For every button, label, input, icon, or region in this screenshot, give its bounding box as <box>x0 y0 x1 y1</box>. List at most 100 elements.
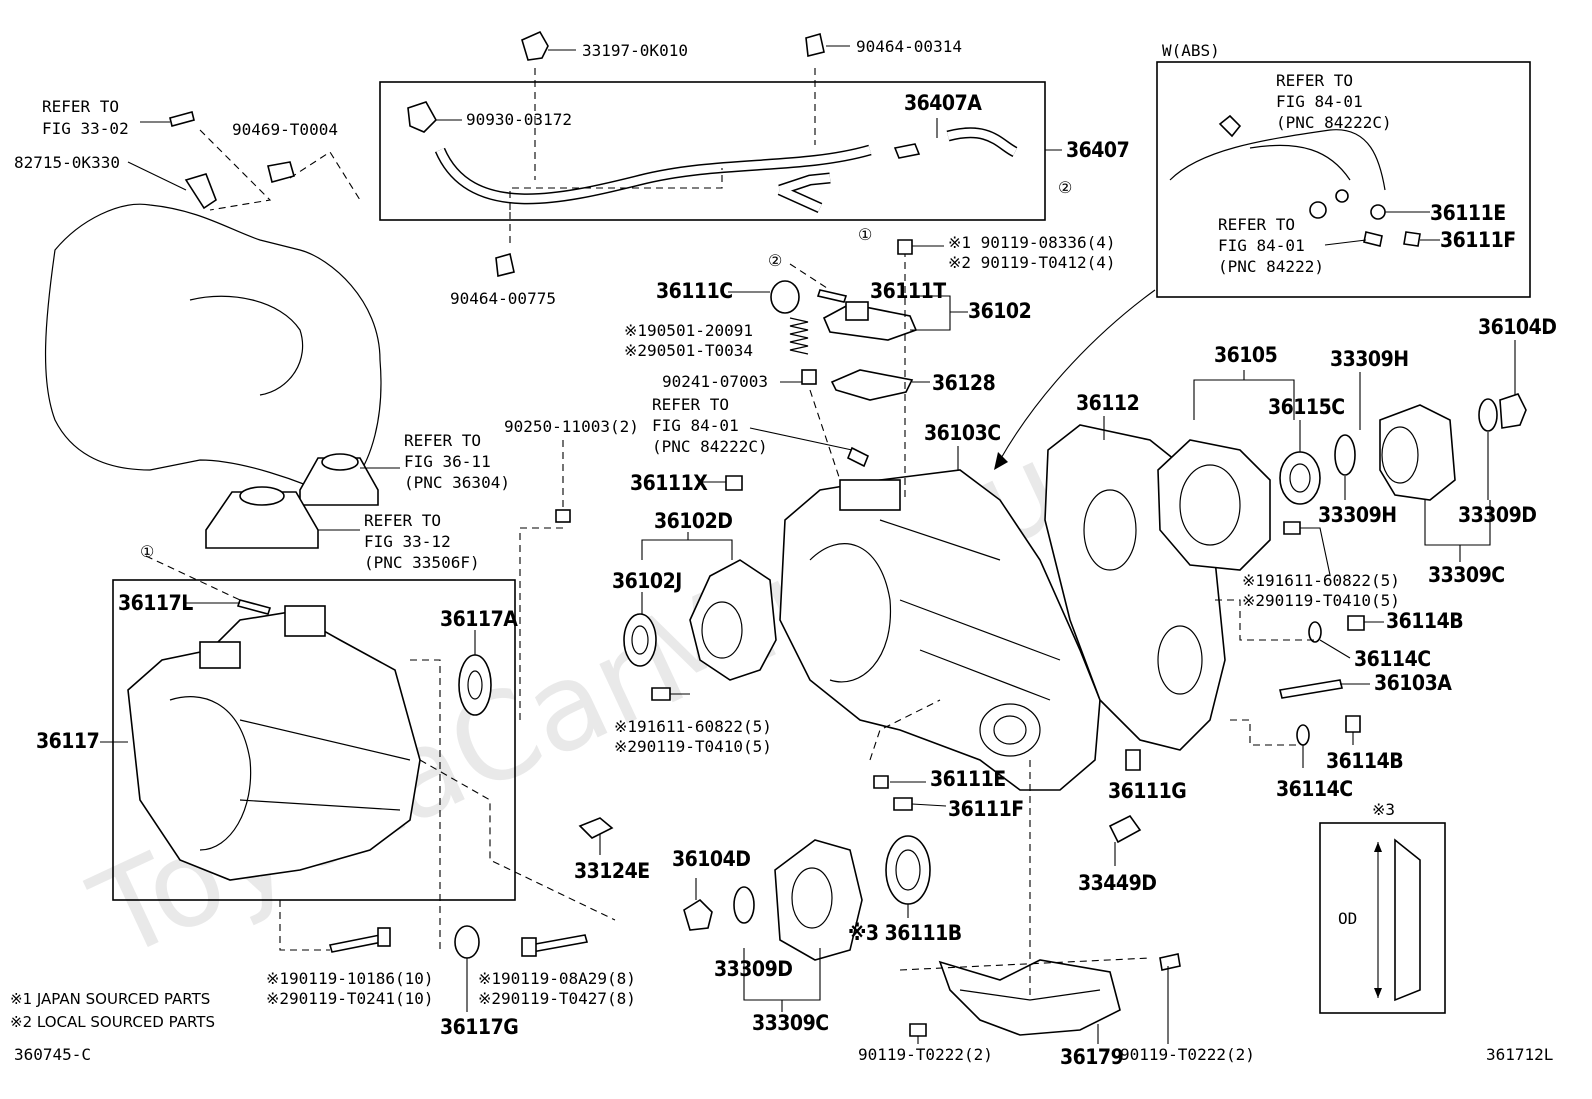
bolt-90119-T0222-b <box>1159 953 1181 971</box>
cover-36102 <box>822 303 918 341</box>
abs-ref2-line2: FIG 84-01 <box>1218 236 1305 255</box>
ref-fig33-12-line3: (PNC 33506F) <box>364 553 480 572</box>
bolt-90119-T0222-a <box>909 1023 927 1037</box>
abs-ref1-line3: (PNC 84222C) <box>1276 113 1392 132</box>
footnote-local: ※2 LOCAL SOURCED PARTS <box>10 1013 215 1031</box>
bolt-90119-10186 <box>328 934 384 953</box>
label-33124E: 33124E <box>574 859 650 883</box>
clip-90464-top <box>805 32 825 57</box>
extension-36102D <box>689 559 777 681</box>
abs-ref2-line3: (PNC 84222) <box>1218 257 1324 276</box>
label-90119-T0410-left: ※290119-T0410(5) <box>614 737 772 756</box>
stud-36103A <box>1279 679 1343 699</box>
label-36128: 36128 <box>932 371 995 395</box>
bolt-36114B-b <box>1345 715 1361 733</box>
pin-90250 <box>555 509 571 523</box>
bolt-90119-08A29 <box>528 934 589 953</box>
transmission-case-outline <box>44 203 382 501</box>
label-36114B-a: 36114B <box>1386 609 1463 633</box>
od-inset-mark: ※3 <box>1372 800 1395 819</box>
seal-36111B <box>885 835 931 905</box>
plug-36111G <box>1125 749 1141 771</box>
washer-33309D-bottom <box>733 886 755 924</box>
label-90119-T0410-right: ※290119-T0410(5) <box>1242 591 1400 610</box>
label-36111C: 36111C <box>656 279 733 303</box>
label-82715-0K330: 82715-0K330 <box>14 153 120 172</box>
label-36117L: 36117L <box>118 591 193 615</box>
label-90119-T0241: ※290119-T0241(10) <box>266 989 434 1008</box>
label-33309D-right: 33309D <box>1458 503 1536 527</box>
label-36115C: 36115C <box>1268 395 1345 419</box>
ref-fig36-11-line1: REFER TO <box>404 431 481 450</box>
label-36111X: 36111X <box>630 471 708 495</box>
bolt-36114B-a <box>1347 615 1365 631</box>
case-36117-frame <box>112 579 516 901</box>
nut-36104D-bottom <box>683 898 713 931</box>
label-36111E: 36111E <box>930 767 1006 791</box>
inset-pointer-arrow <box>999 289 1156 461</box>
label-36105: 36105 <box>1214 343 1277 367</box>
bolt-91611-a <box>651 687 671 701</box>
transfer-case-36103C <box>779 469 1101 791</box>
label-36114C-b: 36114C <box>1276 777 1353 801</box>
bracket-82715 <box>184 173 217 210</box>
washer-33309H <box>1334 434 1356 476</box>
spring-90501 <box>789 317 809 355</box>
label-36102J: 36102J <box>612 569 682 593</box>
sensor-84222C <box>846 446 870 468</box>
pin-36117L <box>236 599 272 615</box>
ref-fig36-11-line2: FIG 36-11 <box>404 452 491 471</box>
washer-36114C-b <box>1296 724 1310 746</box>
od-label: OD <box>1338 909 1357 928</box>
ref-fig36-11-line3: (PNC 36304) <box>404 473 510 492</box>
ref-fig33-02-line2: FIG 33-02 <box>42 119 129 138</box>
label-90464-00314: 90464-00314 <box>856 37 962 56</box>
ref-fig84-01-line2: FIG 84-01 <box>652 416 739 435</box>
label-36111B: ※3 36111B <box>848 921 962 945</box>
callout-1-top: ① <box>858 225 872 244</box>
plug-36117G <box>454 925 480 959</box>
plug-36111F <box>893 797 913 811</box>
flange-33309C-bottom <box>774 839 863 961</box>
code-right: 361712L <box>1486 1045 1553 1064</box>
nut-36104D <box>1499 393 1527 429</box>
hose-assembly-frame <box>379 81 1046 221</box>
seal-36102J <box>623 613 657 667</box>
bracket-33449D <box>1108 814 1142 844</box>
label-90930-03172: 90930-03172 <box>466 110 572 129</box>
label-33309C-right: 33309C <box>1428 563 1505 587</box>
label-90119-T0222-right: 90119-T0222(2) <box>1120 1045 1255 1064</box>
ref-fig84-01-line3: (PNC 84222C) <box>652 437 768 456</box>
breather-hose <box>407 101 1018 214</box>
abs-label-36111F: 36111F <box>1440 228 1516 252</box>
rear-housing-36105 <box>1157 439 1271 571</box>
callout-2-top: ② <box>1058 178 1072 197</box>
label-36114C-a: 36114C <box>1354 647 1431 671</box>
label-36117: 36117 <box>36 729 99 753</box>
label-90501-20091: ※190501-20091 <box>624 321 753 340</box>
label-36103A: 36103A <box>1374 671 1452 695</box>
label-33197-0K010: 33197-0K010 <box>582 41 688 60</box>
abs-inset-title: W(ABS) <box>1162 41 1220 60</box>
label-90119-08A29: ※190119-08A29(8) <box>478 969 636 988</box>
footnote-japan: ※1 JAPAN SOURCED PARTS <box>10 990 210 1008</box>
label-36102: 36102 <box>968 299 1031 323</box>
ref-fig84-01-line1: REFER TO <box>652 395 729 414</box>
label-36112: 36112 <box>1076 391 1139 415</box>
gasket-36128 <box>830 369 914 401</box>
label-36114B-b: 36114B <box>1326 749 1403 773</box>
clip-33197 <box>521 30 549 61</box>
label-36111G: 36111G <box>1108 779 1186 803</box>
abs-ref1-line2: FIG 84-01 <box>1276 92 1363 111</box>
bearing-36117A <box>458 654 492 716</box>
abs-ref2-line1: REFER TO <box>1218 215 1295 234</box>
label-36111T: 36111T <box>870 279 946 303</box>
clip-33124E <box>578 817 614 839</box>
ref-fig33-02-line1: REFER TO <box>42 97 119 116</box>
callout-1-left: ① <box>140 542 154 561</box>
label-90464-00775: 90464-00775 <box>450 289 556 308</box>
label-33449D: 33449D <box>1078 871 1156 895</box>
skid-plate-36179 <box>938 959 1121 1036</box>
clip-90469 <box>267 161 295 183</box>
label-91611-60822-right: ※191611-60822(5) <box>1242 571 1400 590</box>
